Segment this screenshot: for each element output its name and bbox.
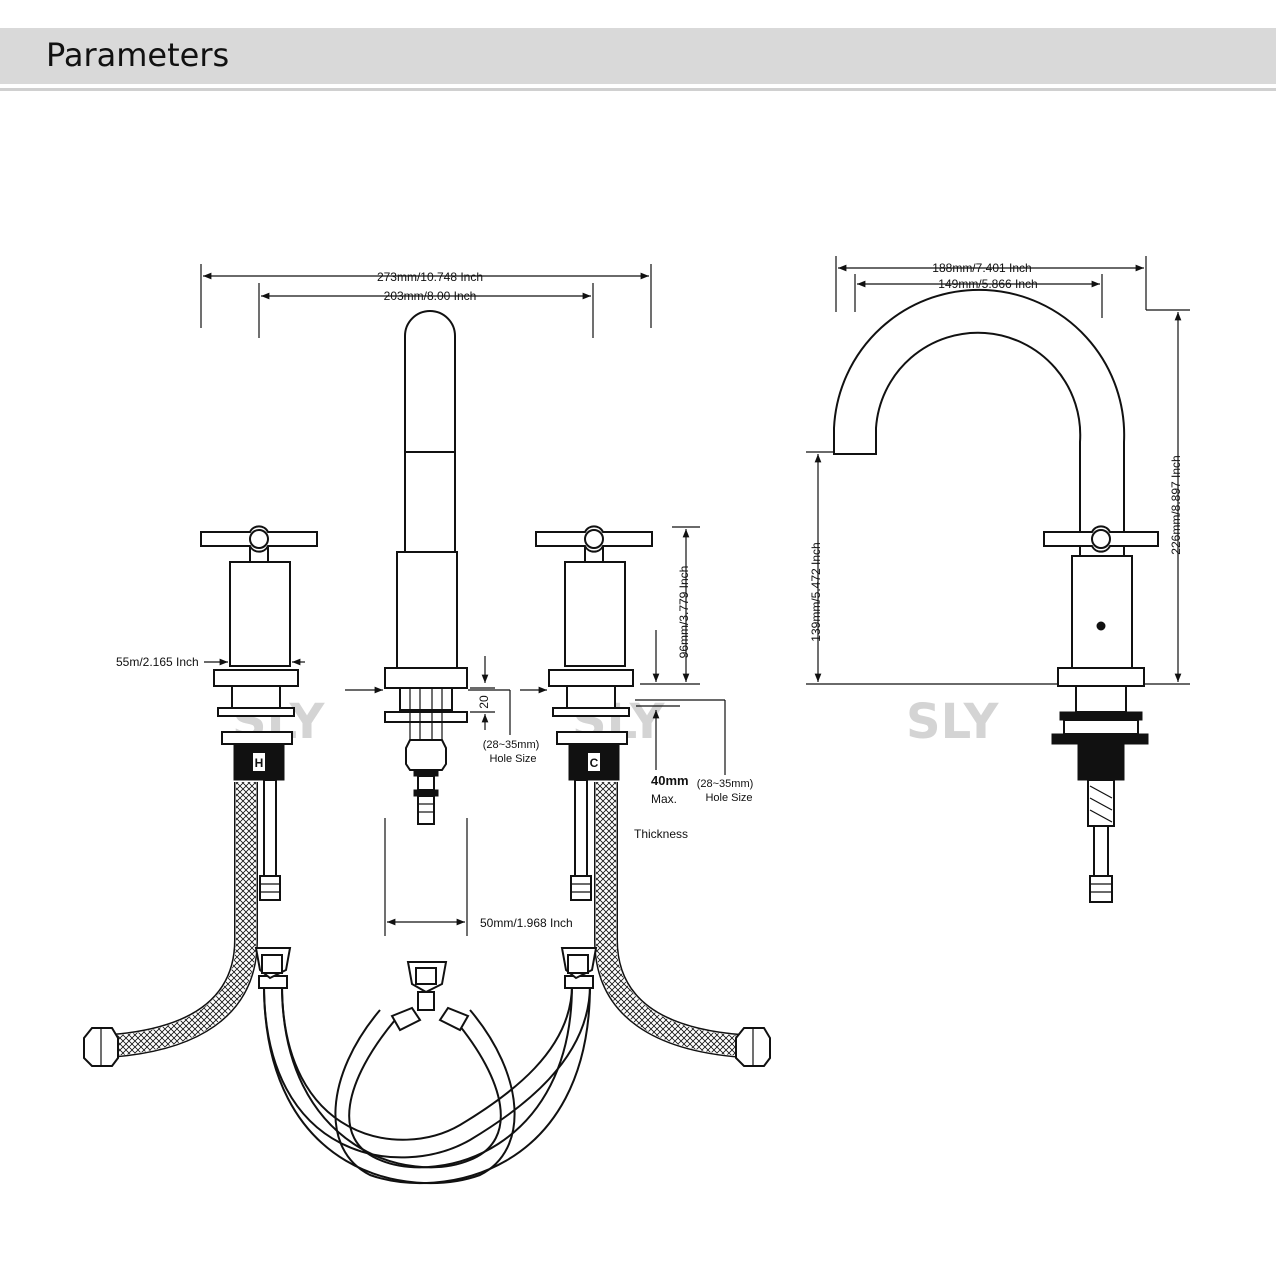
side-gooseneck [833,288,1159,903]
hole-size-1-range: (28~35mm) [483,739,540,751]
dimension-reach [835,256,1147,312]
thickness-label: Thickness [634,827,688,841]
hose-nut-left [83,1027,119,1067]
cold-mark: C [590,756,599,770]
overall-width-label: 273mm/10.748 Inch [377,270,483,284]
reach-label: 188mm/7.401 Inch [932,261,1031,275]
header-rule [0,88,1276,91]
dimension-inner-reach [854,274,1103,318]
connector-hoses [254,947,598,1185]
hot-handle: H [200,525,318,901]
handle-height-label: 96mm/3.779 Inch [677,566,691,659]
hot-mark: H [255,756,264,770]
dimension-center-spread [258,283,594,338]
spout-depth-label: 20 [477,695,491,709]
cold-handle: C [535,525,653,901]
stem-width-label: 50mm/1.968 Inch [480,916,573,930]
watermark-right: SLY [906,694,1000,750]
total-height-label: 226mm/8.897 Inch [1169,455,1183,554]
center-spout [384,310,468,825]
hose-nut-right [735,1027,771,1067]
inner-reach-label: 149mm/5.866 Inch [938,277,1037,291]
spout-height-label: 139mm/5.472 Inch [809,542,823,641]
page-title: Parameters [46,36,230,74]
header-bar [0,28,1276,84]
hole-size-2-range: (28~35mm) [697,778,754,790]
hole-size-1-label: Hole Size [489,753,536,765]
dimension-overall-width [200,264,652,328]
thickness-max: Max. [651,792,677,806]
center-spread-label: 203mm/8.00 Inch [384,289,477,303]
hole-size-2-label: Hole Size [705,792,752,804]
thickness-value: 40mm [651,773,689,788]
handle-base-width-label: 55m/2.165 Inch [116,655,199,669]
